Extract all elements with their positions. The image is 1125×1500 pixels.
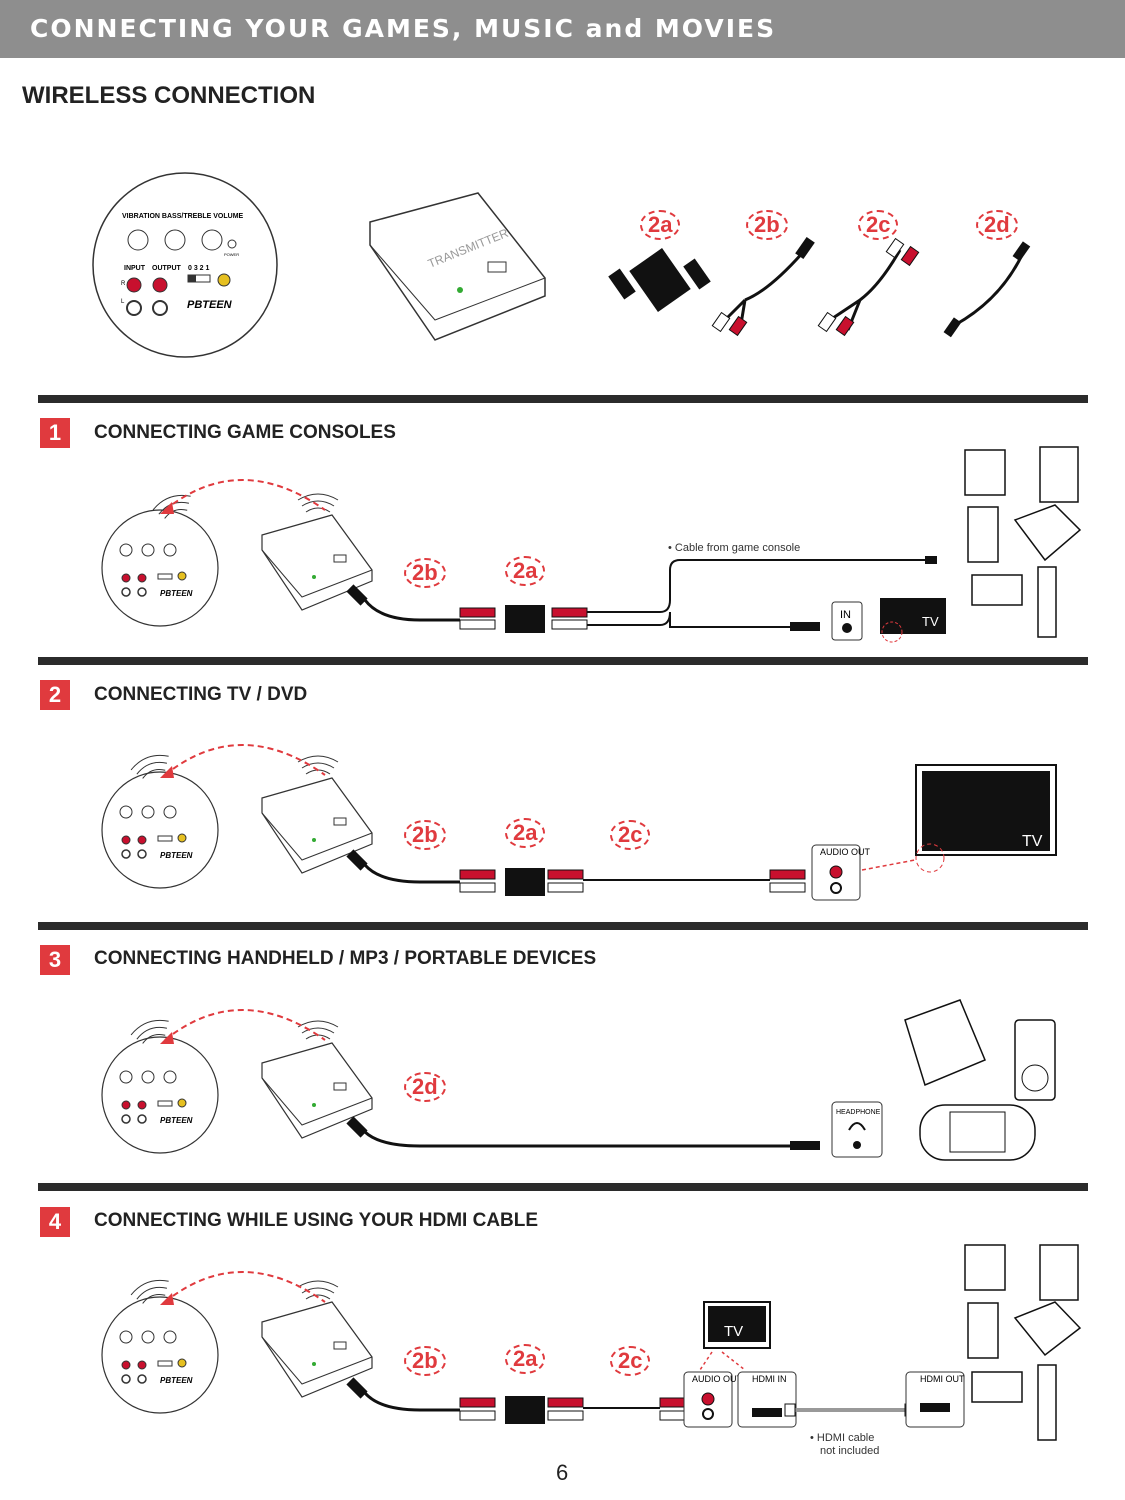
hdmi-cable-note-line1: • HDMI cable: [810, 1432, 875, 1444]
cable-badge: 2d: [404, 1072, 446, 1102]
hdmi-cable-note-line2: not included: [820, 1445, 880, 1457]
cable-badge: 2c: [610, 820, 651, 850]
section-divider: [38, 657, 1088, 665]
port-audio-out-label: AUDIO OUT: [820, 847, 871, 857]
cable-2b: [711, 236, 815, 337]
speaker-panel-illustration: VIBRATION BASS/TREBLE VOLUME POWER INPUT…: [92, 172, 278, 358]
section1-diagram: IN TV: [101, 446, 1082, 643]
cable-badge: 2d: [976, 210, 1018, 240]
port-headphone-label: HEADPHONE: [836, 1109, 881, 1116]
cable-2a-adapter: [608, 248, 711, 312]
cable-badge: 2a: [505, 818, 546, 848]
transmitter-illustration: TRANSMITTER: [369, 192, 546, 341]
wireless-connection-heading: WIRELESS CONNECTION: [22, 82, 316, 109]
section-number: 4: [40, 1207, 70, 1237]
cable-badge: 2c: [858, 210, 899, 240]
port-hdmi-out-label: HDMI OUT: [920, 1374, 965, 1384]
overview-illustration: VIBRATION BASS/TREBLE VOLUME POWER INPUT…: [92, 172, 1031, 358]
cable-badge: 2b: [404, 558, 446, 588]
game-console-cable-note: • Cable from game console: [668, 542, 801, 554]
cable-badge: 2b: [404, 820, 446, 850]
panel-r-label: R: [121, 281, 126, 287]
port-audio-out-label: AUDIO OUT: [692, 1374, 743, 1384]
tv-label: TV: [922, 614, 939, 629]
cable-badge: 2b: [746, 210, 788, 240]
panel-input-label: INPUT: [124, 265, 146, 272]
cable-badge: 2a: [505, 556, 546, 586]
panel-brand: PBTEEN: [187, 299, 233, 311]
cable-2d: [943, 241, 1031, 338]
port-hdmi-in-label: HDMI IN: [752, 1374, 787, 1384]
section-divider: [38, 1183, 1088, 1191]
page-header: CONNECTING YOUR GAMES, MUSIC and MOVIES: [0, 0, 1125, 58]
section-divider: [38, 395, 1088, 403]
panel-l-label: L: [121, 299, 125, 305]
cable-badge: 2c: [610, 1346, 651, 1376]
cable-badge: 2b: [404, 1346, 446, 1376]
port-in-label: IN: [840, 609, 851, 621]
tv-label: TV: [724, 1323, 743, 1340]
section-title: CONNECTING HANDHELD / MP3 / PORTABLE DEV…: [94, 948, 597, 969]
section-number: 3: [40, 945, 70, 975]
section-number: 2: [40, 680, 70, 710]
section4-diagram: AUDIO OUT TV HDMI IN HDMI OUT: [101, 1244, 1082, 1441]
section3-diagram: HEADPHONE: [101, 999, 1056, 1161]
panel-output-label: OUTPUT: [152, 265, 182, 272]
section-title: CONNECTING GAME CONSOLES: [94, 422, 396, 443]
panel-mode-label: 0 3 2 1: [188, 265, 210, 272]
section2-diagram: AUDIO OUT TV: [101, 744, 1057, 901]
page-number: 6: [556, 1460, 569, 1485]
section-title: CONNECTING WHILE USING YOUR HDMI CABLE: [94, 1210, 539, 1231]
section-title: CONNECTING TV / DVD: [94, 684, 308, 705]
section-divider: [38, 922, 1088, 930]
cable-2c: [817, 237, 920, 337]
panel-power-label: POWER: [224, 252, 239, 257]
section-number: 1: [40, 418, 70, 448]
tv-label: TV: [1022, 833, 1043, 850]
page-header-title: CONNECTING YOUR GAMES, MUSIC and MOVIES: [30, 14, 777, 43]
cable-badge: 2a: [640, 210, 681, 240]
panel-knob-labels: VIBRATION BASS/TREBLE VOLUME: [122, 213, 244, 220]
cable-badge: 2a: [505, 1344, 546, 1374]
